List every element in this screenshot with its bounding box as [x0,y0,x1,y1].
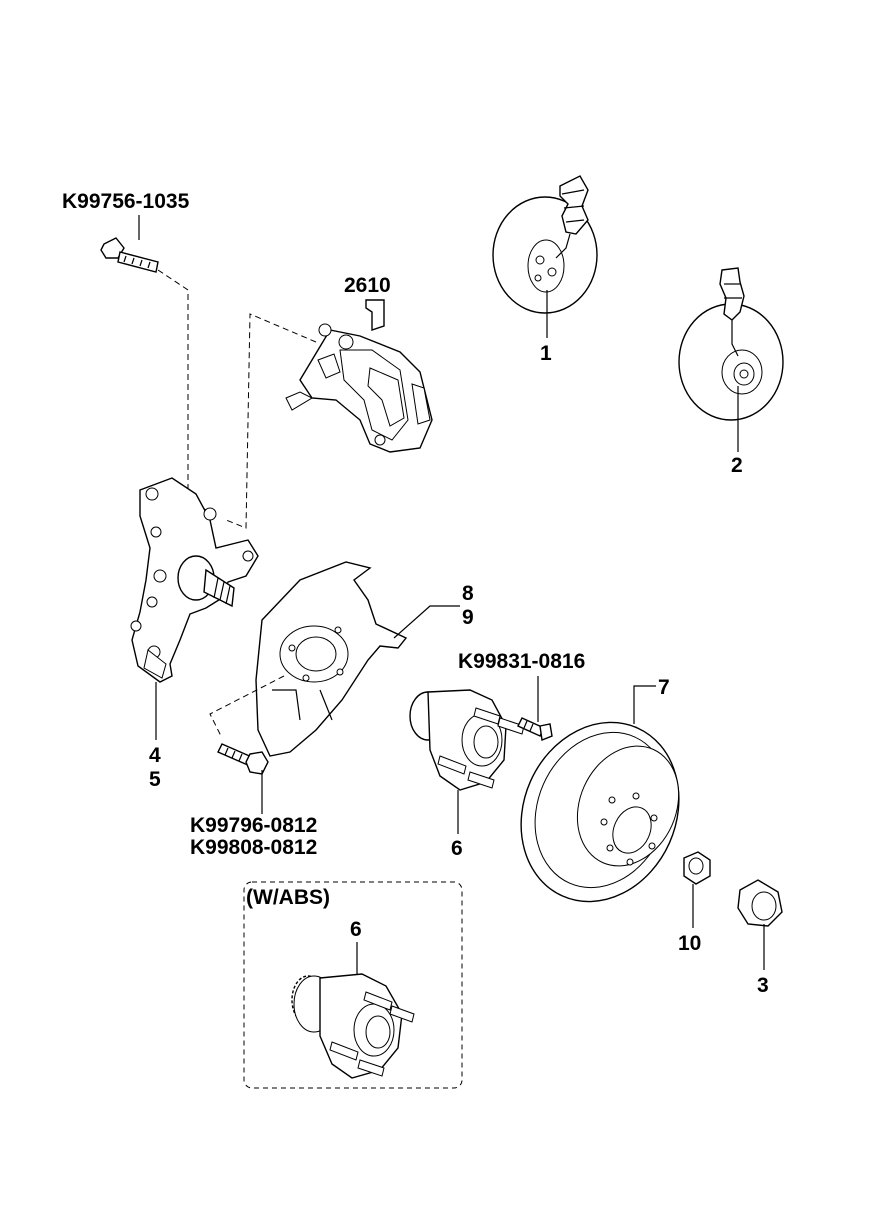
label-sensor-2: 2 [731,454,743,477]
label-shield-8: 8 [462,582,474,605]
label-sensor-1: 1 [540,342,552,365]
brake-disc [520,721,680,903]
label-bolt-top: K99756-1035 [62,190,190,213]
label-caliper: 2610 [344,274,391,297]
label-shield-9: 9 [462,606,474,629]
bolt-top [100,215,159,273]
label-bolt-lower-b: K99808-0812 [190,836,317,859]
nut-small [683,851,711,885]
brake-caliper [285,323,433,453]
lower-bolt-dash-leader [209,675,285,739]
label-nut-10: 10 [678,932,701,955]
caliper-small-icon [365,299,385,331]
wheel-speed-sensor-1 [492,175,598,314]
abs-box-title: (W/ABS) [246,886,330,909]
abs-variant-box [243,881,463,1089]
steering-knuckle [130,477,259,683]
label-stud-bolt: K99831-0816 [458,650,585,673]
leader-8-9 [393,605,460,639]
label-disc-7: 7 [658,676,670,699]
caliper-dash-leader [225,313,317,529]
abs-wheel-hub [291,973,415,1079]
stud-bolt [517,717,553,741]
label-knuckle-4: 4 [149,744,161,767]
wheel-hub [409,689,525,791]
label-knuckle-5: 5 [149,768,161,791]
label-nut-3: 3 [757,974,769,997]
label-hub-abs-6: 6 [350,918,362,941]
dust-shield [255,561,408,757]
leader-7 [633,685,656,724]
wheel-speed-sensor-2 [678,267,784,421]
bolt-top-dash-leader [157,269,211,513]
label-hub-6: 6 [451,837,463,860]
lower-bolt [217,743,269,775]
label-bolt-lower-a: K99796-0812 [190,814,317,837]
nut-large [737,879,783,927]
